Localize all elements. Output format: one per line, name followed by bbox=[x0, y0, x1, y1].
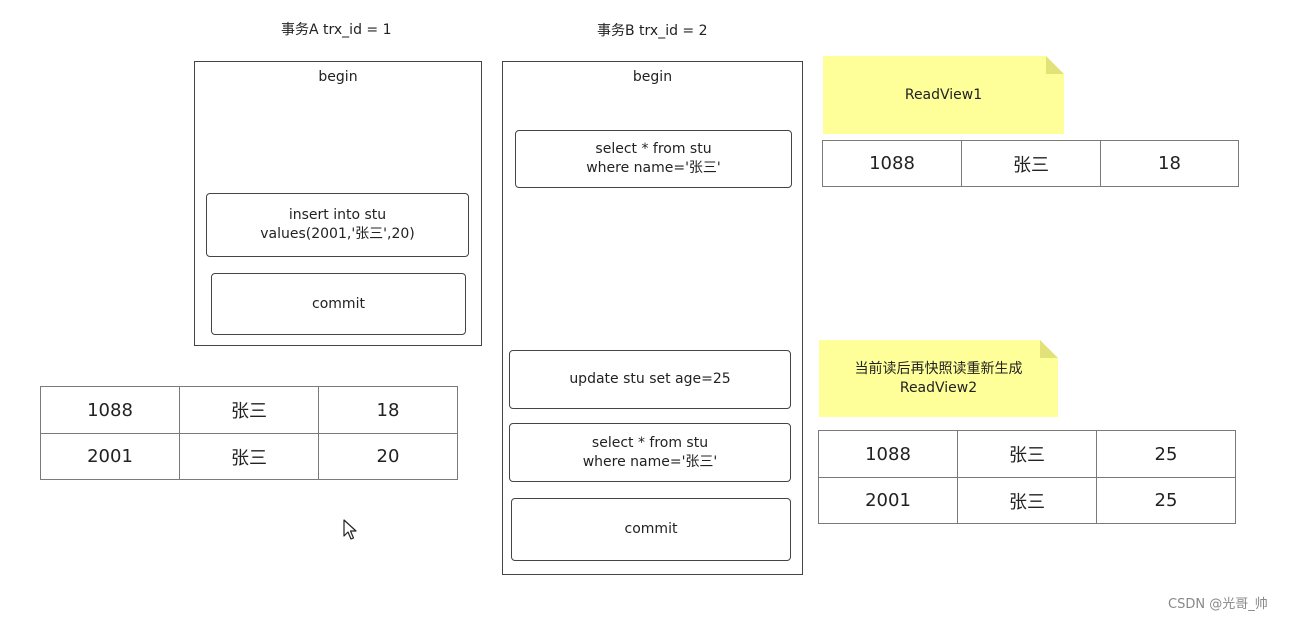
readview1-note-text: ReadView1 bbox=[904, 86, 983, 103]
transaction-a-box: begin insert into stu values(2001,'张三',2… bbox=[194, 61, 482, 346]
readview2-table: 1088 张三 25 2001 张三 25 bbox=[818, 430, 1236, 524]
readview2-note-text: 当前读后再快照读重新生成 ReadView2 bbox=[854, 360, 1023, 396]
left-result-table: 1088 张三 18 2001 张三 20 bbox=[40, 386, 458, 480]
readview2-note: 当前读后再快照读重新生成 ReadView2 bbox=[819, 340, 1058, 417]
table-cell-name: 张三 bbox=[957, 430, 1097, 478]
table-cell-id: 2001 bbox=[40, 433, 180, 480]
table-cell-name: 张三 bbox=[961, 140, 1101, 187]
table-row: 1088 张三 18 bbox=[40, 386, 458, 434]
table-cell-age: 25 bbox=[1096, 477, 1236, 524]
transaction-b-select-statement-2: select * from stu where name='张三' bbox=[509, 423, 791, 482]
table-cell-id: 2001 bbox=[818, 477, 958, 524]
transaction-b-update-statement: update stu set age=25 bbox=[509, 350, 791, 409]
note-fold-corner bbox=[1046, 56, 1064, 74]
transaction-b-box: begin select * from stu where name='张三' … bbox=[502, 61, 803, 575]
table-cell-name: 张三 bbox=[957, 477, 1097, 524]
watermark: CSDN @光哥_帅 bbox=[1168, 597, 1268, 612]
table-cell-name: 张三 bbox=[179, 433, 319, 480]
table-row: 2001 张三 25 bbox=[818, 477, 1236, 524]
readview1-note: ReadView1 bbox=[823, 56, 1064, 134]
table-row: 1088 张三 18 bbox=[822, 140, 1239, 187]
transaction-b-commit-statement: commit bbox=[511, 498, 791, 561]
transaction-a-begin: begin bbox=[318, 69, 358, 85]
transaction-b-title: 事务B trx_id = 2 bbox=[597, 23, 708, 39]
table-cell-id: 1088 bbox=[40, 386, 180, 434]
readview1-table: 1088 张三 18 bbox=[822, 140, 1239, 187]
transaction-b-begin: begin bbox=[632, 69, 673, 85]
table-cell-age: 20 bbox=[318, 433, 458, 480]
table-cell-age: 18 bbox=[318, 386, 458, 434]
table-cell-id: 1088 bbox=[818, 430, 958, 478]
table-cell-age: 18 bbox=[1100, 140, 1239, 187]
transaction-a-title: 事务A trx_id = 1 bbox=[281, 22, 392, 38]
table-cell-id: 1088 bbox=[822, 140, 962, 187]
transaction-a-insert-statement: insert into stu values(2001,'张三',20) bbox=[206, 193, 469, 257]
transaction-a-commit-statement: commit bbox=[211, 273, 466, 335]
note-fold-corner bbox=[1040, 340, 1058, 358]
table-row: 1088 张三 25 bbox=[818, 430, 1236, 478]
mouse-pointer-icon bbox=[343, 519, 357, 540]
table-cell-name: 张三 bbox=[179, 386, 319, 434]
transaction-b-select-statement-1: select * from stu where name='张三' bbox=[515, 130, 792, 188]
table-cell-age: 25 bbox=[1096, 430, 1236, 478]
table-row: 2001 张三 20 bbox=[40, 433, 458, 480]
